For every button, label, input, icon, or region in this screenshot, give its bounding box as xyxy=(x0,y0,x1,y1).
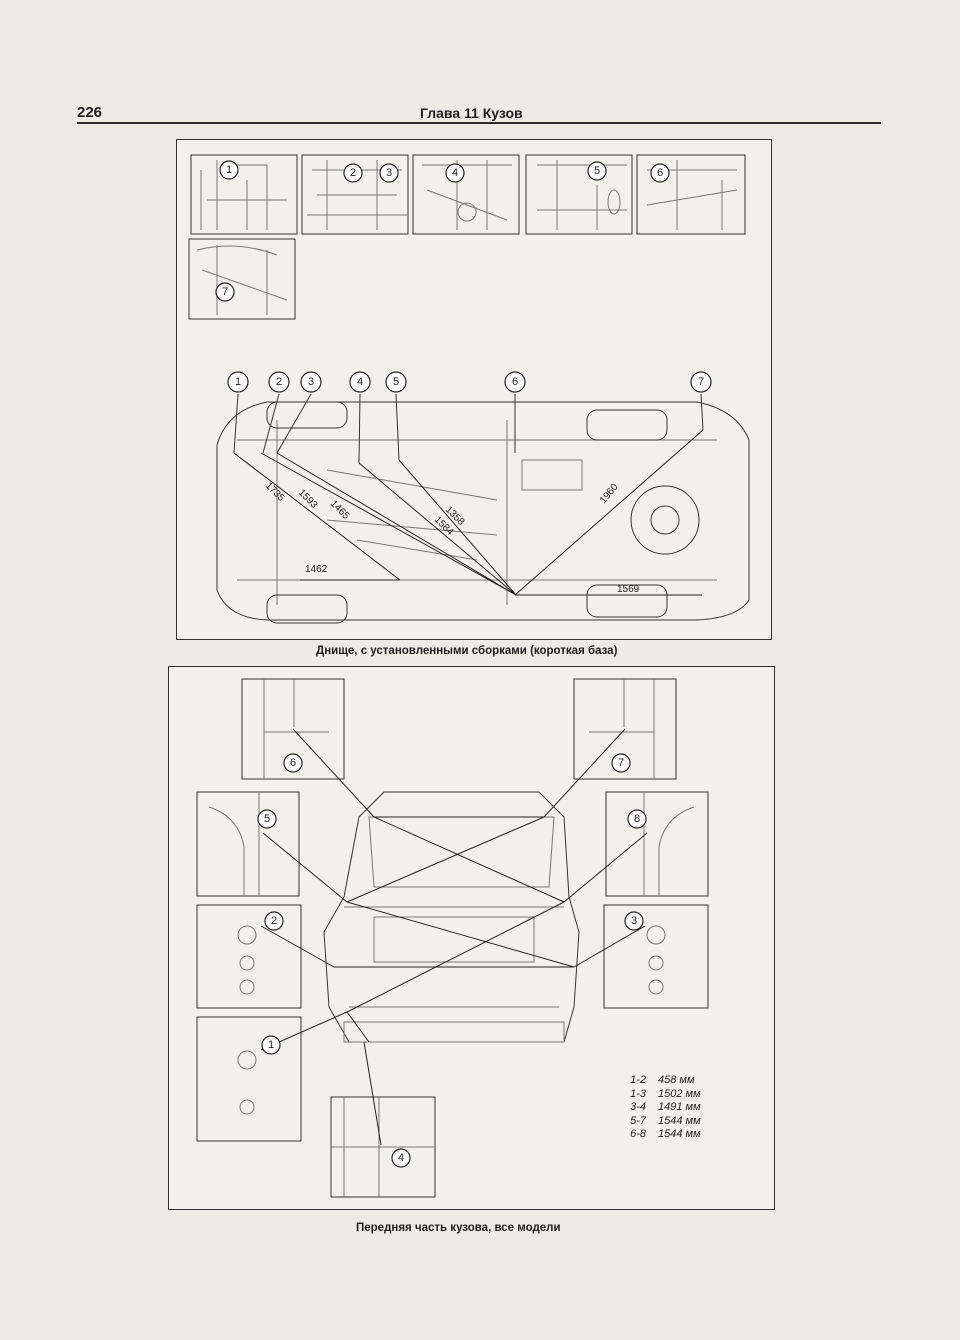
detail-panel-6 xyxy=(241,678,345,780)
legend-row: 3-4 1491 мм xyxy=(612,1101,701,1115)
svg-text:3: 3 xyxy=(386,167,392,179)
legend-points: 1-2 xyxy=(630,1074,646,1086)
legend-value: 1544 мм xyxy=(658,1128,701,1140)
legend-points: 5-7 xyxy=(630,1114,646,1127)
svg-text:4: 4 xyxy=(398,1152,404,1164)
detail-thumbnail-5 xyxy=(525,154,633,235)
callout-marker: 4 xyxy=(391,1148,411,1168)
callout-marker: 6 xyxy=(650,163,670,183)
svg-text:7: 7 xyxy=(222,286,228,298)
dimension-label: 1735 xyxy=(263,480,287,504)
svg-text:4: 4 xyxy=(357,376,363,388)
svg-text:7: 7 xyxy=(698,376,704,388)
detail-panel-2 xyxy=(196,904,302,1009)
detail-panel-8 xyxy=(605,791,709,897)
svg-text:6: 6 xyxy=(657,167,663,179)
underbody-diagram: 1735 1593 1465 1462 1358 1584 1960 1569 … xyxy=(188,154,750,624)
svg-text:1: 1 xyxy=(235,376,241,388)
legend-value: 1502 мм xyxy=(658,1087,701,1100)
svg-text:5: 5 xyxy=(264,813,270,825)
wheel-front-left xyxy=(266,401,348,429)
legend-points: 6-8 xyxy=(630,1128,646,1140)
svg-text:2: 2 xyxy=(271,915,277,927)
wheel-rear-left xyxy=(586,409,668,441)
car-front-outline xyxy=(323,791,580,1043)
callout-marker: 6 xyxy=(283,753,303,773)
front-body-figure: 6 7 5 8 2 3 1 4 xyxy=(168,666,775,1210)
detail-thumbnail-7 xyxy=(188,238,296,320)
legend-value: 1544 мм xyxy=(658,1114,701,1127)
figure-caption: Днище, с установленными сборками (коротк… xyxy=(316,645,618,657)
detail-thumbnail-2-3 xyxy=(301,154,409,235)
legend-row: 5-7 1544 мм xyxy=(612,1115,701,1129)
detail-thumbnail-4 xyxy=(412,154,520,235)
svg-text:2: 2 xyxy=(350,167,356,179)
callout-marker: 8 xyxy=(627,809,647,829)
detail-panel-7 xyxy=(573,678,677,780)
callout-marker: 5 xyxy=(385,371,407,393)
legend-points: 1-3 xyxy=(630,1087,646,1100)
callout-marker: 5 xyxy=(587,161,607,181)
callout-marker: 2 xyxy=(264,911,284,931)
svg-text:5: 5 xyxy=(393,376,399,388)
callout-marker: 3 xyxy=(300,371,322,393)
wheel-front-right xyxy=(266,594,348,624)
legend-value: 458 мм xyxy=(658,1074,695,1086)
svg-text:3: 3 xyxy=(631,915,637,927)
detail-panel-5 xyxy=(196,791,300,897)
underbody-figure: 1735 1593 1465 1462 1358 1584 1960 1569 … xyxy=(176,139,772,640)
dimension-label: 1462 xyxy=(305,564,328,575)
wheel-rear-right xyxy=(586,584,668,618)
dimension-label: 1593 xyxy=(296,487,320,511)
callout-marker: 1 xyxy=(227,371,249,393)
callout-marker: 7 xyxy=(215,282,235,302)
detail-panel-3 xyxy=(603,904,709,1009)
figure-caption: Передняя часть кузова, все модели xyxy=(356,1222,561,1234)
callout-marker: 4 xyxy=(349,371,371,393)
callout-marker: 2 xyxy=(343,163,363,183)
svg-text:5: 5 xyxy=(594,165,600,177)
callout-marker: 1 xyxy=(261,1035,281,1055)
callout-marker: 4 xyxy=(445,163,465,183)
callout-marker: 6 xyxy=(504,371,526,393)
legend-value: 1491 мм xyxy=(658,1101,701,1113)
dimension-label: 1569 xyxy=(617,584,640,595)
detail-thumbnail-6 xyxy=(636,154,746,235)
callout-marker: 3 xyxy=(624,911,644,931)
callout-marker: 1 xyxy=(219,160,239,180)
chapter-title: Глава 11 Кузов xyxy=(420,105,523,121)
front-body-diagram: 6 7 5 8 2 3 1 4 xyxy=(196,678,709,1198)
legend-row: 6-8 1544 мм xyxy=(612,1128,701,1142)
dimension-legend: 1-2 458 мм 1-3 1502 мм 3-4 1491 мм 5-7 1544 … xyxy=(612,1074,701,1142)
callout-marker: 3 xyxy=(379,163,399,183)
svg-text:6: 6 xyxy=(512,376,518,388)
page-number: 226 xyxy=(77,104,103,121)
car-underbody-outline xyxy=(216,401,750,621)
legend-row: 1-2 458 мм xyxy=(612,1074,701,1088)
svg-text:3: 3 xyxy=(308,376,314,388)
callout-marker: 2 xyxy=(268,371,290,393)
header-rule xyxy=(77,122,881,124)
legend-row: 1-3 1502 мм xyxy=(612,1088,701,1102)
svg-text:1: 1 xyxy=(268,1039,274,1051)
svg-text:7: 7 xyxy=(618,757,624,769)
svg-text:4: 4 xyxy=(452,167,458,179)
spare-wheel xyxy=(630,485,700,555)
callout-marker: 7 xyxy=(690,371,712,393)
legend-points: 3-4 xyxy=(630,1101,646,1113)
callout-marker: 5 xyxy=(257,809,277,829)
svg-text:8: 8 xyxy=(634,813,640,825)
callout-marker: 7 xyxy=(611,753,631,773)
detail-thumbnail-1 xyxy=(190,154,298,235)
svg-text:1: 1 xyxy=(226,164,232,176)
svg-text:2: 2 xyxy=(276,376,282,388)
dimension-label: 1960 xyxy=(598,481,621,505)
detail-panel-1 xyxy=(196,1016,302,1142)
svg-text:6: 6 xyxy=(290,757,296,769)
